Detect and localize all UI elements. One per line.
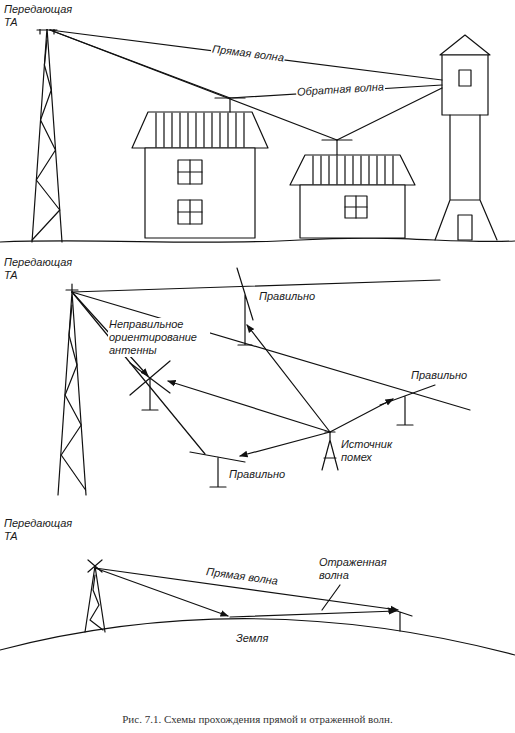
antenna-wrong	[130, 361, 170, 410]
small-house	[313, 156, 393, 184]
antenna-label: Правильно	[410, 369, 468, 382]
two-storey-house	[215, 98, 245, 112]
wave-lines	[337, 88, 442, 140]
earth-label: Земля	[235, 632, 269, 645]
transmitter-label: Передающая ТА	[3, 517, 79, 543]
antenna-top	[237, 268, 253, 345]
wave-lines	[168, 381, 330, 432]
transmitter-mast	[32, 40, 60, 240]
wave-lines	[230, 611, 396, 617]
transmitter-mast	[32, 22, 62, 242]
earth-surface	[0, 619, 515, 655]
earth-surface	[0, 619, 515, 655]
wave-lines	[72, 280, 470, 456]
small-house	[322, 140, 352, 155]
antenna-label: Правильно	[258, 290, 316, 303]
wave-lines	[72, 292, 205, 454]
wave-lines	[72, 280, 440, 292]
interference-source	[322, 432, 338, 470]
two-storey-house	[178, 200, 202, 224]
two-storey-house	[178, 200, 202, 224]
small-house	[300, 185, 405, 238]
transmitter-mast	[85, 566, 105, 632]
two-storey-house	[156, 113, 244, 147]
transmitter-label: Передающая ТА	[3, 256, 79, 282]
wave-lines	[50, 30, 442, 140]
antenna-top	[237, 268, 253, 345]
transmitter-label: Передающая ТА	[3, 3, 79, 29]
two-storey-house	[132, 98, 268, 238]
water-tower	[435, 115, 497, 240]
wave-lines	[50, 30, 442, 80]
transmitter-mast	[58, 292, 86, 495]
two-storey-house	[145, 148, 255, 238]
water-tower	[459, 70, 471, 86]
wave-lines	[240, 432, 330, 456]
wave-label: Прямая волна	[210, 42, 285, 64]
two-storey-house	[132, 112, 268, 148]
two-storey-house	[178, 160, 202, 184]
small-house	[345, 196, 367, 218]
transmitter-mast	[32, 28, 62, 242]
wave-lines	[247, 325, 330, 432]
source-label: Источник помех	[340, 438, 406, 464]
interference-source	[322, 432, 338, 470]
water-tower	[435, 35, 497, 240]
figure-caption: Рис. 7.1. Схемы прохождения прямой и отр…	[0, 712, 515, 726]
antenna-label: Правильно	[228, 468, 286, 481]
small-house	[290, 155, 415, 185]
two-storey-house	[178, 160, 202, 184]
small-house	[290, 140, 415, 238]
ground-line	[0, 238, 515, 242]
wave-label: Обратная волна	[296, 80, 386, 98]
wave-lines	[72, 292, 470, 410]
wave-label: Отраженная волна	[318, 556, 404, 582]
transmitter-mast	[90, 575, 103, 630]
wave-lines	[330, 399, 393, 432]
transmitter-mast	[58, 284, 86, 495]
water-tower	[442, 55, 488, 115]
antenna-wrong	[130, 361, 170, 410]
water-tower	[458, 215, 472, 240]
antenna-label: Неправильное ориентирование антенны	[108, 318, 210, 357]
wave-lines	[50, 30, 337, 140]
ground-line	[0, 238, 515, 242]
water-tower	[440, 35, 490, 55]
wave-lines	[322, 585, 340, 610]
small-house	[345, 196, 367, 218]
transmitter-mast	[66, 284, 78, 292]
transmitter-mast	[61, 305, 85, 490]
